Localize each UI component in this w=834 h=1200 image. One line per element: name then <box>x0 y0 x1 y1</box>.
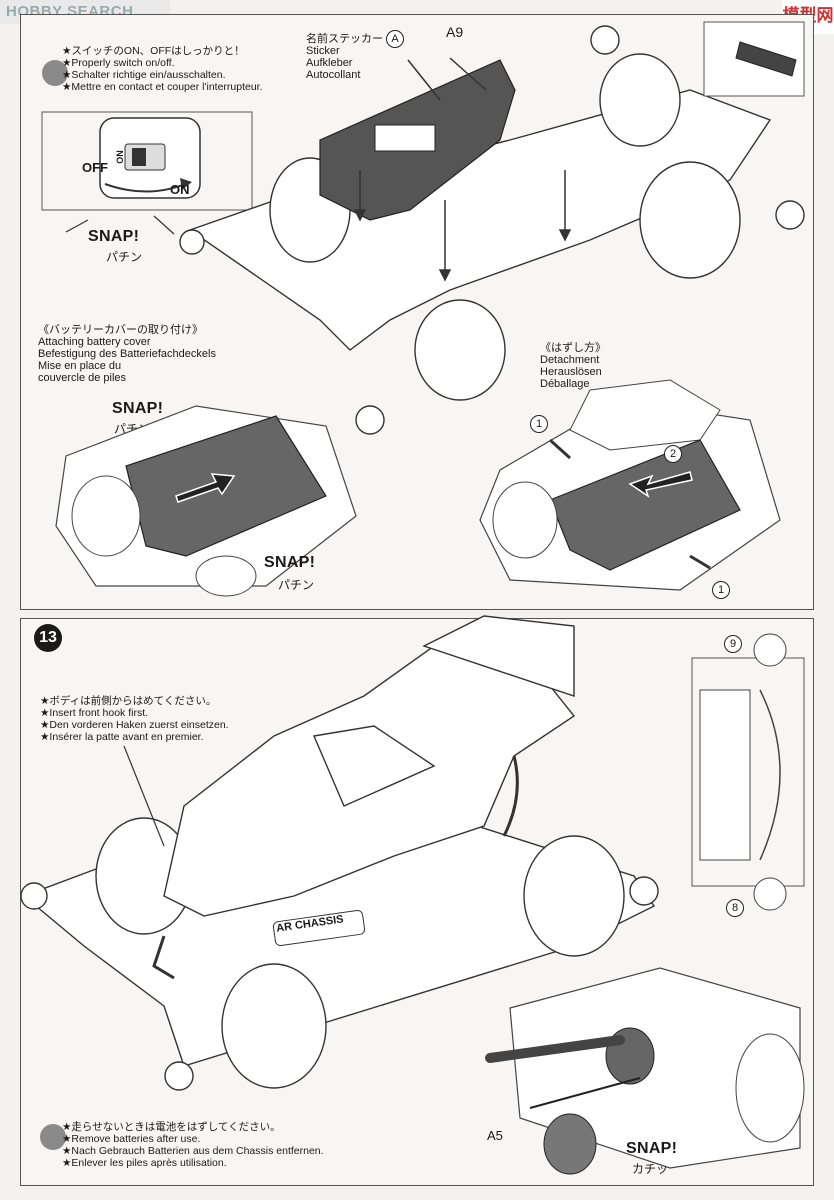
battery-note-line-1: ★走らせないときは電池をはずしてください。 <box>62 1121 281 1133</box>
attach-line-1: 《バッテリーカバーの取り付け》 <box>38 324 203 336</box>
snap-label-3-jp: パチン <box>278 578 315 592</box>
callout-9: 9 <box>724 635 742 653</box>
body-note-line-1: ★ボディは前側からはめてください。 <box>40 695 217 707</box>
inset-callout-9: 9 <box>724 634 742 653</box>
switch-note: ★スイッチのON、OFFはしっかりと！ ★Properly switch on/… <box>42 45 302 100</box>
chassis-illustration-top <box>179 25 805 435</box>
switch-on-tag: ON <box>114 150 125 164</box>
detach-line-2: Detachment <box>540 354 600 366</box>
attach-line-5: couvercle de piles <box>38 372 127 384</box>
part-a5-label: A5 <box>487 1128 503 1143</box>
battery-removal-illustration <box>485 967 805 1175</box>
detach-line-3: Herauslösen <box>540 366 602 378</box>
battery-note: ★走らせないときは電池をはずしてください。 ★Remove batteries … <box>40 1121 380 1176</box>
callout-1b: 1 <box>712 581 730 599</box>
sticker-fr: Autocollant <box>306 69 361 81</box>
battery-note-line-4: ★Enlever les piles après utilisation. <box>62 1157 227 1169</box>
attach-cover-illustration <box>55 405 357 597</box>
snap-label-1: SNAP! <box>88 228 140 245</box>
attach-line-2: Attaching battery cover <box>38 336 151 348</box>
detach-line-1: 《はずし方》 <box>540 342 606 354</box>
inset-chassis-top-view <box>691 633 805 911</box>
detach-callout-1b: 1 <box>712 580 730 599</box>
snap-label-1-jp: パチン <box>106 250 143 264</box>
body-chassis-illustration <box>20 615 659 1091</box>
snap-label-3: SNAP! <box>264 554 316 571</box>
detach-callout-1a: 1 <box>530 414 548 433</box>
detach-line-4: Déballage <box>540 378 590 390</box>
detach-text: 《はずし方》 Detachment Herauslösen Déballage <box>540 342 606 390</box>
body-note-line-4: ★Insérer la patte avant en premier. <box>40 731 204 743</box>
battery-note-line-2: ★Remove batteries after use. <box>62 1133 201 1145</box>
battery-note-line-3: ★Nach Gebrauch Batterien aus dem Chassis… <box>62 1145 324 1157</box>
switch-note-line-4: ★Mettre en contact et couper l'interrupt… <box>62 81 263 93</box>
note-hand-icon-2 <box>40 1124 66 1150</box>
sticker-de: Aufkleber <box>306 57 353 69</box>
switch-illustration <box>41 111 253 211</box>
note-hand-icon <box>42 60 68 86</box>
switch-on-label: ON <box>170 182 190 197</box>
snap-label-2: SNAP! <box>112 400 164 417</box>
callout-1a: 1 <box>530 415 548 433</box>
snap-label-4: SNAP! <box>626 1140 678 1157</box>
callout-2: 2 <box>664 445 682 463</box>
switch-note-line-2: ★Properly switch on/off. <box>62 57 175 69</box>
snap-label-4-jp: カチッ <box>632 1162 669 1176</box>
inset-detail-top <box>703 21 805 97</box>
body-note-line-3: ★Den vorderen Haken zuerst einsetzen. <box>40 719 229 731</box>
inset-callout-8: 8 <box>726 898 744 917</box>
body-note: ★ボディは前側からはめてください。 ★Insert front hook fir… <box>40 695 300 746</box>
sticker-jp: 名前ステッカー <box>306 33 383 45</box>
snap-lines-1 <box>65 215 175 235</box>
switch-note-line-1: ★スイッチのON、OFFはしっかりと！ <box>62 45 245 57</box>
switch-off-label: OFF <box>82 160 108 175</box>
sticker-letter-callout: A <box>386 30 405 48</box>
callout-8: 8 <box>726 899 744 917</box>
body-note-line-2: ★Insert front hook first. <box>40 707 149 719</box>
attach-line-4: Mise en place du <box>38 360 122 372</box>
sticker-en: Sticker <box>306 45 340 57</box>
detach-illustration <box>479 379 781 591</box>
attach-text: 《バッテリーカバーの取り付け》 Attaching battery cover … <box>38 324 258 384</box>
attach-line-3: Befestigung des Batteriefachdeckels <box>38 348 216 360</box>
sticker-label: 名前ステッカー A <box>306 30 405 48</box>
switch-note-line-3: ★Schalter richtige ein/ausschalten. <box>62 69 226 81</box>
part-a9-label: A9 <box>446 24 464 40</box>
step-number-13: 13 <box>34 624 62 652</box>
detach-callout-2: 2 <box>664 444 682 463</box>
